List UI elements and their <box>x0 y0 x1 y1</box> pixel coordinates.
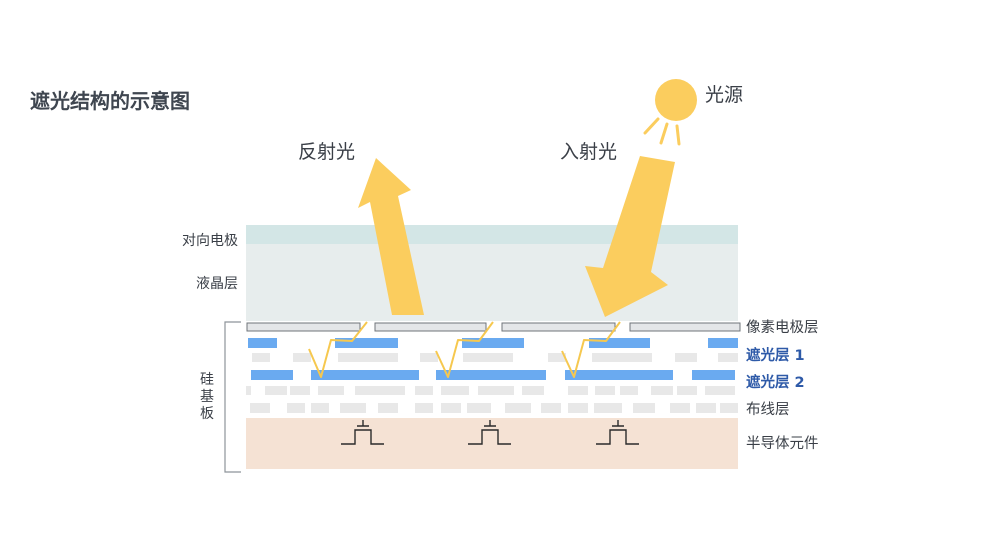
silicon-substrate-bracket <box>224 321 241 473</box>
page-title: 遮光结构的示意图 <box>30 89 190 113</box>
reflected-light-arrow <box>358 158 424 315</box>
pixel-electrode-layer <box>246 322 741 332</box>
transistor-symbol-icon <box>341 420 384 445</box>
wiring-layer-label: 布线层 <box>746 401 790 418</box>
transistor-symbol-icon <box>468 420 511 445</box>
semiconductor-label: 半导体元件 <box>746 435 819 452</box>
shield-layer-2-label: 遮光层 2 <box>746 373 805 391</box>
incident-light-arrow <box>585 156 675 317</box>
zigzag-path-1 <box>308 321 368 378</box>
incident-light-label: 入射光 <box>560 141 617 163</box>
shield-layer-2 <box>251 370 735 380</box>
silicon-substrate-label: 硅基板 <box>200 372 214 422</box>
shield-layer-1-label: 遮光层 1 <box>746 346 805 364</box>
shield-layer-1 <box>248 338 738 348</box>
sun-icon <box>643 79 697 146</box>
pixel-electrode-label: 像素电极层 <box>746 319 819 336</box>
light-leak-zigzags <box>308 321 621 378</box>
liquid-crystal-label: 液晶层 <box>196 276 238 292</box>
zigzag-path-3 <box>561 321 621 378</box>
counter-electrode-layer <box>246 225 738 244</box>
transistor-symbol-icon <box>596 420 639 445</box>
wiring-layer <box>246 353 738 413</box>
light-source-label: 光源 <box>705 84 743 106</box>
counter-electrode-label: 对向电极 <box>182 233 238 249</box>
reflected-light-label: 反射光 <box>298 141 355 163</box>
zigzag-path-2 <box>435 321 494 378</box>
